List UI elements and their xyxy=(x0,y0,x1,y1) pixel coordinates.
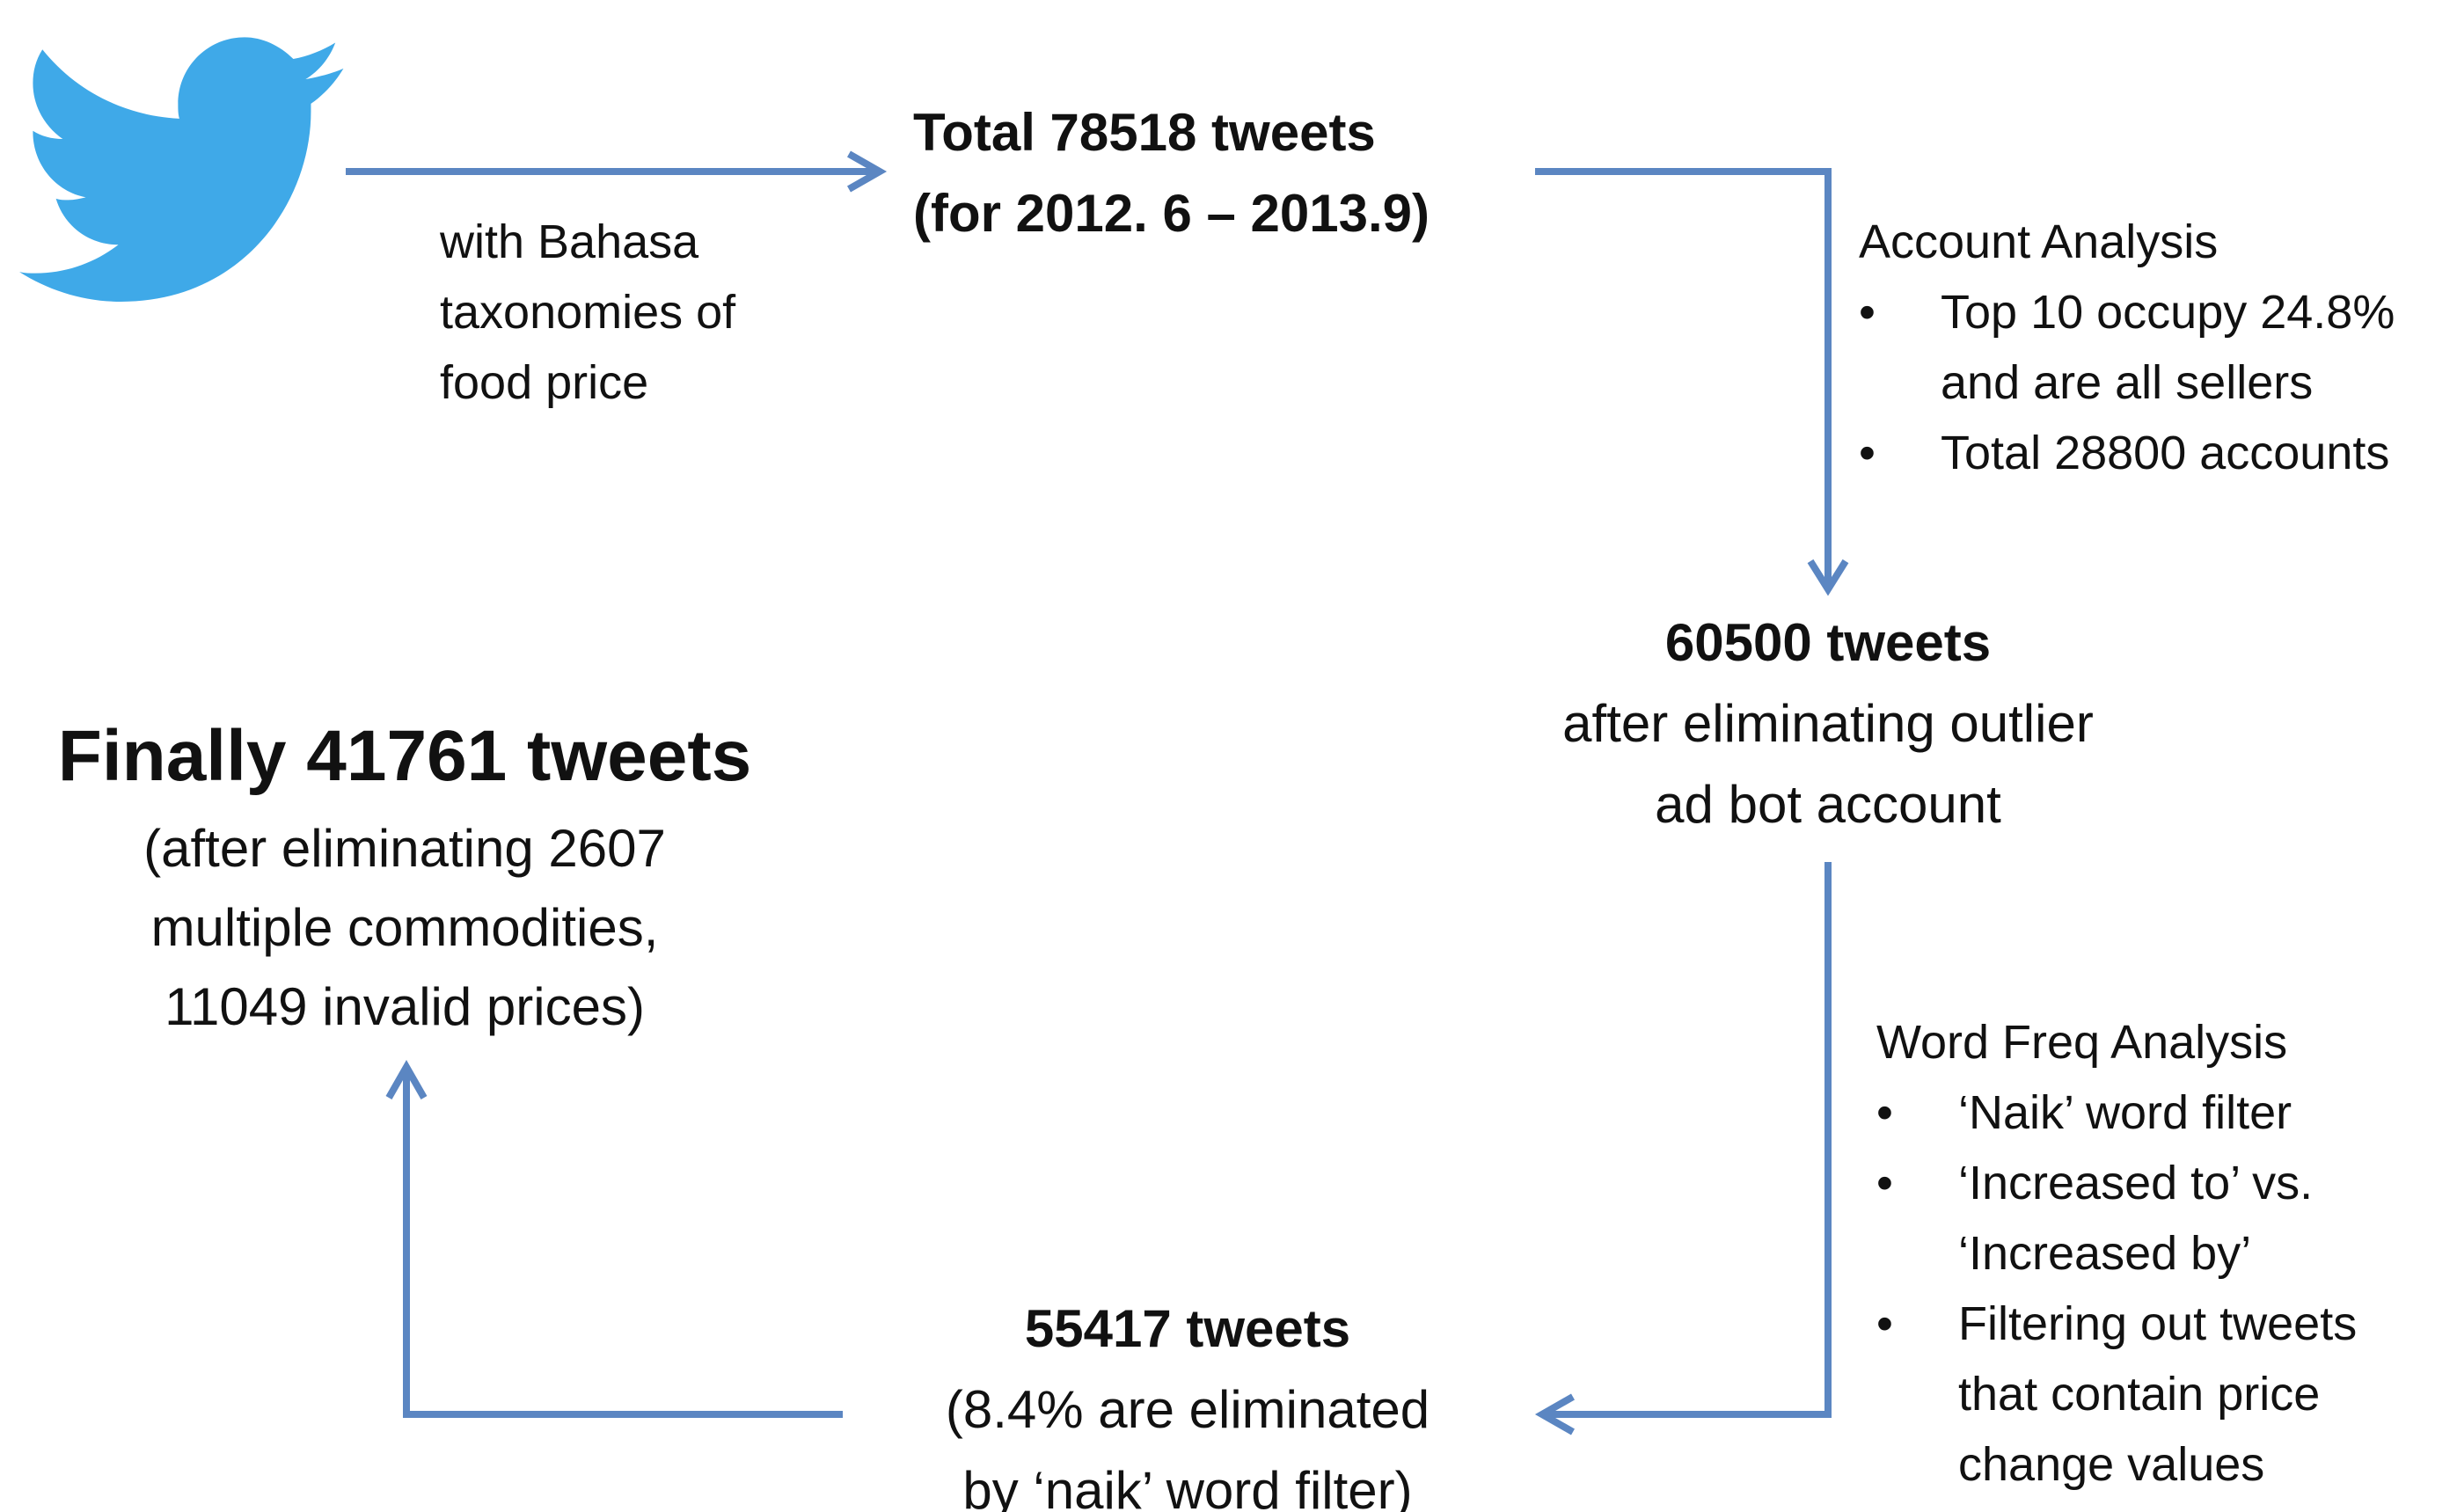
word-freq-heading: Word Freq Analysis xyxy=(1876,1016,2288,1069)
final-title: Finally 41761 tweets xyxy=(57,716,752,796)
source-label-line: food price xyxy=(440,356,649,409)
account-analysis-note: Account Analysis Top 10 occupy 24.8% and… xyxy=(1859,207,2395,488)
final-node: Finally 41761 tweets (after eliminating … xyxy=(18,704,792,1047)
arrowhead-outlier xyxy=(1807,559,1849,596)
outlier-removed-line: ad bot account xyxy=(1655,775,2001,834)
word-freq-bullet: ‘Increased to’ vs. ‘Increased by’ xyxy=(1876,1148,2357,1289)
word-freq-bullet: Filtering out tweets that contain price … xyxy=(1876,1289,2357,1500)
arrow-total-to-outlier xyxy=(1535,168,1832,585)
arrowhead-naik xyxy=(1534,1393,1575,1435)
source-label-line: with Bahasa xyxy=(440,215,699,268)
final-line: multiple commodities, xyxy=(150,898,659,957)
final-line: 11049 invalid prices) xyxy=(165,977,645,1036)
account-analysis-bullet: Top 10 occupy 24.8% and are all sellers xyxy=(1859,277,2395,418)
naik-filtered-node: 55417 tweets (8.4% are eliminated by ‘na… xyxy=(845,1289,1531,1512)
twitter-bird-icon xyxy=(19,37,344,302)
arrow-outlier-to-naik xyxy=(1548,862,1832,1418)
source-label-line: taxonomies of xyxy=(440,286,736,339)
total-tweets-title: Total 78518 tweets xyxy=(913,103,1376,162)
total-tweets-node: Total 78518 tweets (for 2012. 6 – 2013.9… xyxy=(913,92,1430,254)
final-line: (after eliminating 2607 xyxy=(143,819,666,878)
arrow-naik-to-final xyxy=(403,1073,843,1418)
arrowhead-total xyxy=(847,150,888,193)
outlier-removed-node: 60500 tweets after eliminating outlier a… xyxy=(1443,603,2213,845)
naik-filtered-line: (8.4% are eliminated xyxy=(945,1380,1430,1439)
word-freq-bullet: ‘Naik’ word filter xyxy=(1876,1077,2357,1148)
naik-filtered-line: by ‘naik’ word filter) xyxy=(962,1461,1413,1512)
naik-filtered-title: 55417 tweets xyxy=(1024,1299,1351,1358)
outlier-removed-title: 60500 tweets xyxy=(1664,613,1992,672)
word-freq-note: Word Freq Analysis ‘Naik’ word filter ‘I… xyxy=(1876,1007,2357,1500)
account-analysis-heading: Account Analysis xyxy=(1859,215,2219,268)
account-analysis-bullet: Total 28800 accounts xyxy=(1859,418,2395,488)
outlier-removed-line: after eliminating outlier xyxy=(1562,694,2094,753)
source-label: with Bahasa taxonomies of food price xyxy=(440,207,735,418)
total-tweets-period: (for 2012. 6 – 2013.9) xyxy=(913,184,1430,243)
arrowhead-final xyxy=(385,1059,428,1099)
